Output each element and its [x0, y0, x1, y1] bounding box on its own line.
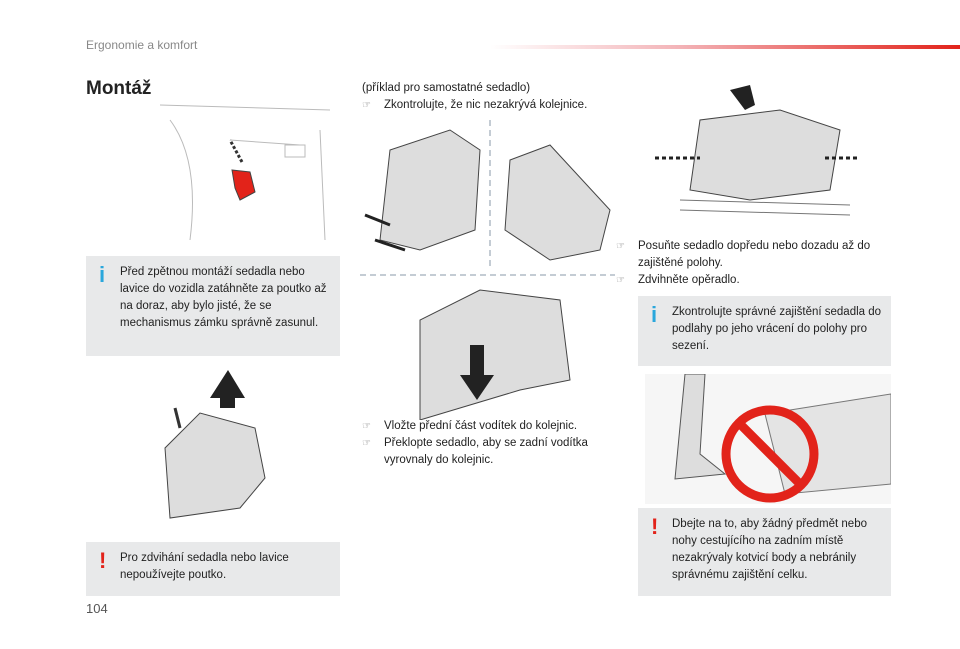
- info-box: i Před zpětnou montáží sedadla nebo lavi…: [86, 256, 340, 356]
- bullet-item: ☞ Překlopte sedadlo, aby se zadní vodítka…: [362, 435, 612, 469]
- info-icon: i: [651, 302, 658, 327]
- info-text: Zkontrolujte správné zajištění sedadla d…: [672, 306, 882, 352]
- bullet-icon: ☞: [362, 421, 371, 432]
- seat-slide-illustration: [655, 85, 860, 216]
- bullet-icon: ☞: [362, 100, 371, 111]
- bullet-item: ☞ Posuňte sedadlo dopředu nebo dozadu až …: [616, 238, 896, 272]
- page-number: 104: [86, 601, 108, 616]
- bullet-text: Zkontrolujte, že nic nezakrývá kolejnice…: [384, 99, 588, 111]
- warning-text: Pro zdvihání sedadla nebo lavice nepouží…: [120, 552, 289, 581]
- bullet-item: ☞ Vložte přední část vodítek do kolejnic.: [362, 418, 612, 435]
- seat-lift-illustration: [164, 370, 266, 519]
- header-accent-line: [490, 45, 960, 49]
- warning-box: ! Dbejte na to, aby žádný předmět nebo n…: [638, 508, 891, 596]
- bullet-icon: ☞: [616, 241, 625, 252]
- warning-icon: !: [99, 548, 107, 573]
- bullet-item: ☞ Zkontrolujte, že nic nezakrývá kolejnic…: [362, 97, 632, 114]
- bullet-text: Překlopte sedadlo, aby se zadní vodítka …: [384, 437, 588, 466]
- info-text: Před zpětnou montáží sedadla nebo lavice…: [120, 266, 327, 329]
- seat-strap-illustration: [159, 104, 331, 241]
- warning-text: Dbejte na to, aby žádný předmět nebo noh…: [672, 518, 867, 581]
- info-icon: i: [99, 262, 106, 287]
- bullet-item: ☞ Zdvihněte opěradlo.: [616, 272, 896, 289]
- warning-box: ! Pro zdvihání sedadla nebo lavice nepou…: [86, 542, 340, 596]
- prohibited-obstruction-illustration: [645, 374, 891, 504]
- right-text: ☞ Posuňte sedadlo dopředu nebo dozadu až …: [616, 238, 896, 289]
- middle-text-bottom: ☞ Vložte přední část vodítek do kolejnic.…: [362, 418, 612, 469]
- page-title: Montáž: [86, 78, 152, 99]
- info-box: i Zkontrolujte správné zajištění sedadla…: [638, 296, 891, 366]
- example-note: (příklad pro samostatné sedadlo): [362, 82, 531, 94]
- bullet-text: Vložte přední část vodítek do kolejnic.: [384, 420, 578, 432]
- bullet-icon: ☞: [362, 438, 371, 449]
- warning-icon: !: [651, 514, 659, 539]
- bullet-text: Posuňte sedadlo dopředu nebo dozadu až d…: [638, 240, 871, 269]
- bullet-icon: ☞: [616, 275, 625, 286]
- middle-text-top: (příklad pro samostatné sedadlo) ☞ Zkontr…: [362, 80, 632, 114]
- bullet-text: Zdvihněte opěradlo.: [638, 274, 740, 286]
- section-header: Ergonomie a komfort: [86, 38, 198, 52]
- seat-rail-illustrations: [360, 120, 615, 420]
